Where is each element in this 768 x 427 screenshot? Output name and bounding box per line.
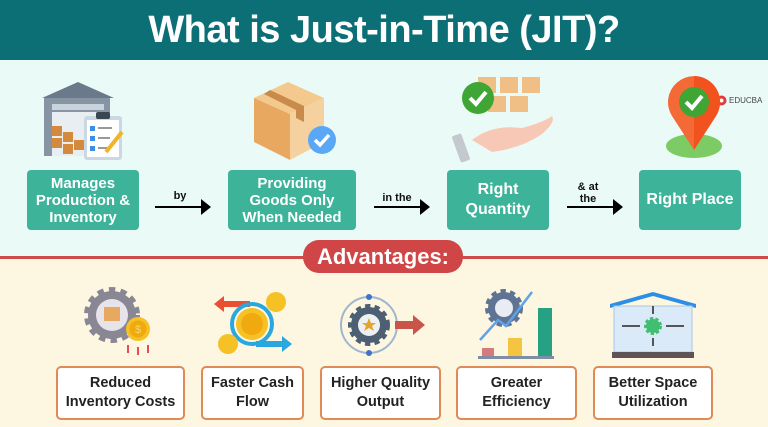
connector-label-and-at-the: & at the [577, 181, 599, 205]
gear-chart-growth-icon [478, 289, 554, 359]
advantage-reduced-inventory-costs: Reduced Inventory Costs [56, 366, 185, 420]
svg-text:$: $ [135, 324, 141, 336]
hand-boxes-check-icon [452, 77, 553, 163]
connector-label-by: by [173, 190, 187, 202]
advantage-higher-quality-output: Higher Quality Output [320, 366, 441, 420]
page-title: What is Just-in-Time (JIT)? [148, 8, 620, 51]
warehouse-clipboard-icon [42, 82, 124, 160]
gear-box-coin-down-icon: $ [84, 287, 150, 355]
house-expand-gear-icon [610, 292, 696, 358]
logo-text: EDUCBA [729, 96, 763, 105]
step-box-right-place: Right Place [639, 170, 741, 230]
step-box-manages-production: Manages Production & Inventory [27, 170, 139, 230]
step-box-right-quantity: Right Quantity [447, 170, 549, 230]
arrow-right-icon [374, 199, 430, 215]
gear-star-arrow-icon [340, 294, 425, 356]
coins-cycle-icon [214, 292, 292, 354]
arrow-right-icon [155, 199, 211, 215]
advantage-greater-efficiency: Greater Efficiency [456, 366, 577, 420]
location-pin-check-icon [666, 75, 722, 158]
box-check-icon [254, 82, 336, 160]
step-box-providing-goods: Providing Goods Only When Needed [228, 170, 356, 230]
advantages-heading: Advantages: [303, 240, 463, 273]
advantage-faster-cash-flow: Faster Cash Flow [201, 366, 304, 420]
title-banner: What is Just-in-Time (JIT)? [0, 0, 768, 60]
arrow-right-icon [567, 199, 623, 215]
connector-label-in-the: in the [382, 192, 412, 204]
advantage-better-space-utilization: Better Space Utilization [593, 366, 713, 420]
